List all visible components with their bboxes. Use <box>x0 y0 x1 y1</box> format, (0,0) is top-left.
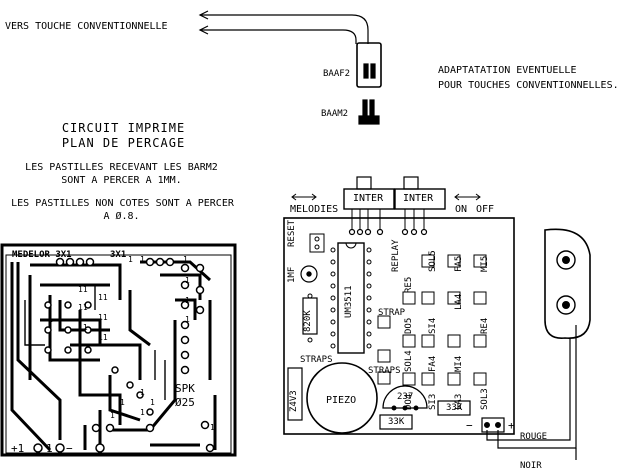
power-minus-label: − <box>466 419 473 432</box>
zener-z4v3-label: Z4V3 <box>289 390 299 412</box>
note-label: DO5 <box>404 317 414 334</box>
off-label: OFF <box>476 204 495 215</box>
ic-um3511-label: UM3511 <box>344 285 354 318</box>
note-label: SOL3 <box>480 388 490 410</box>
note-label: FA5 <box>454 255 464 272</box>
inter-switch-2-label: INTER <box>403 193 434 204</box>
note-label: FA4 <box>428 355 438 372</box>
note1-line-1: LES PASTILLES RECEVANT LES BARM2 <box>25 162 218 173</box>
resistor-33k-1-label: 33K <box>446 403 463 413</box>
pad-label: 11 <box>98 313 108 322</box>
replay-label: REPLAY <box>391 239 401 272</box>
baam2-label: BAAM2 <box>321 109 349 119</box>
note-label: SI3 <box>428 393 438 410</box>
pad-label: 11 <box>78 323 88 332</box>
capacitor-1mf-label: 1MF <box>287 266 297 283</box>
note-label: SOL5 <box>428 250 438 272</box>
pad-label: 11 <box>78 303 88 312</box>
top-cable <box>198 10 382 125</box>
pcb-one-label: 1 <box>46 442 53 455</box>
pcb-left <box>0 243 237 457</box>
pad-label: 1 <box>185 276 190 285</box>
pcb-minus-label: − <box>66 442 73 455</box>
piezo-label: PIEZO <box>326 395 357 406</box>
note-label: LA4 <box>454 293 464 310</box>
note2-line-2: A Ø.8. <box>103 211 140 222</box>
note-label: RE5 <box>404 276 414 293</box>
on-label: ON <box>455 204 468 215</box>
baaf2-label: BAAF2 <box>323 69 351 79</box>
circuit-title-1: CIRCUIT IMPRIME <box>61 121 186 135</box>
adapt-line-2: POUR TOUCHES CONVENTIONNELLES. <box>438 80 619 91</box>
note-label: DO4 <box>404 393 414 410</box>
note-label: LA3 <box>454 393 464 410</box>
pad-label: 1 <box>140 388 145 397</box>
pad-label: 11 <box>98 293 108 302</box>
power-plus-label: + <box>508 419 515 432</box>
melodies-label: MELODIES <box>290 204 339 215</box>
note-label: MI4 <box>454 355 464 372</box>
pad-label: 1 <box>120 398 125 407</box>
transistor-237-label: 237 <box>397 392 414 402</box>
pad-label: 11 <box>98 333 108 342</box>
adapt-line-1: ADAPTATATION EVENTUELLE <box>438 65 577 76</box>
spk-label: SPK <box>175 382 195 395</box>
straps-label-1: STRAPS <box>300 355 333 365</box>
note-label: SI4 <box>428 317 438 334</box>
pad-label: 1 <box>185 315 190 324</box>
circuit-title-2: PLAN DE PERCAGE <box>61 136 186 150</box>
wire-rouge-label: ROUGE <box>520 432 548 442</box>
pad-label: 1 <box>110 411 115 420</box>
pad-label: 1 <box>150 398 155 407</box>
note2-line-1: LES PASTILLES NON COTES SONT A PERCER <box>11 198 234 209</box>
note-label: RE4 <box>480 317 490 334</box>
pad-label: 1 <box>210 423 215 432</box>
note1-line-2: SONT A PERCER A 1MM. <box>61 175 182 186</box>
arrow-destination-label: VERS TOUCHE CONVENTIONNELLE <box>5 21 168 32</box>
battery-holder <box>486 228 591 460</box>
pad-label: 1 <box>128 255 133 264</box>
pad-label: 11 <box>78 285 88 294</box>
spk-number: Ø25 <box>175 396 195 409</box>
strap-label: STRAP <box>378 308 406 318</box>
resistor-820k-label: 820K <box>303 310 313 332</box>
pcb-3x1-label: 3X1 <box>110 250 127 260</box>
note-label: MI5 <box>480 255 490 272</box>
straps-label-2: STRAPS <box>368 366 401 376</box>
pad-label: 1 <box>140 255 145 264</box>
wire-noir-label: NOIR <box>520 461 542 471</box>
resistor-33k-2-label: 33K <box>388 417 405 427</box>
pcb-right <box>283 176 515 435</box>
pad-label: 1 <box>183 255 188 264</box>
pad-label: 1 <box>48 315 53 324</box>
reset-label: RESET <box>287 219 297 247</box>
note-label: SOL4 <box>404 350 414 372</box>
pad-label: 1 <box>140 408 145 417</box>
inter-switch-1-label: INTER <box>353 193 384 204</box>
pcb-maker-label: MEDELOR 3X1 <box>12 250 72 260</box>
pcb-plus1-label: +1 <box>11 442 25 455</box>
pad-label: 1 <box>185 296 190 305</box>
